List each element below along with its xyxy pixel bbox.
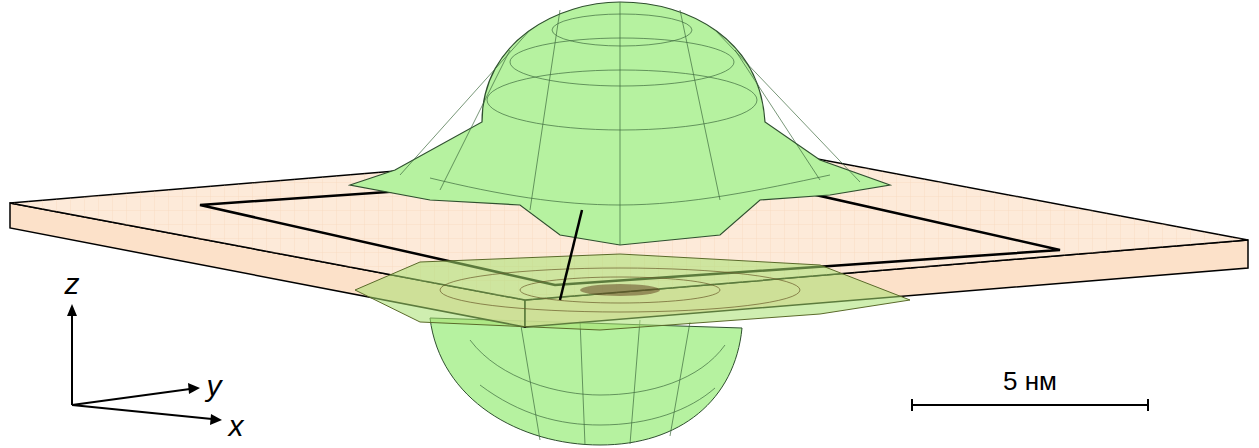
axis-label: y <box>207 371 222 401</box>
lower-lobe <box>430 318 742 445</box>
axes <box>67 304 222 425</box>
scale-label: 5 нм <box>1003 368 1057 394</box>
axis-label: z <box>65 269 80 299</box>
in-plate-lobe <box>355 254 910 330</box>
upper-lobe <box>350 2 890 300</box>
axis-label: x <box>229 411 244 441</box>
scale-bar <box>912 399 1148 411</box>
